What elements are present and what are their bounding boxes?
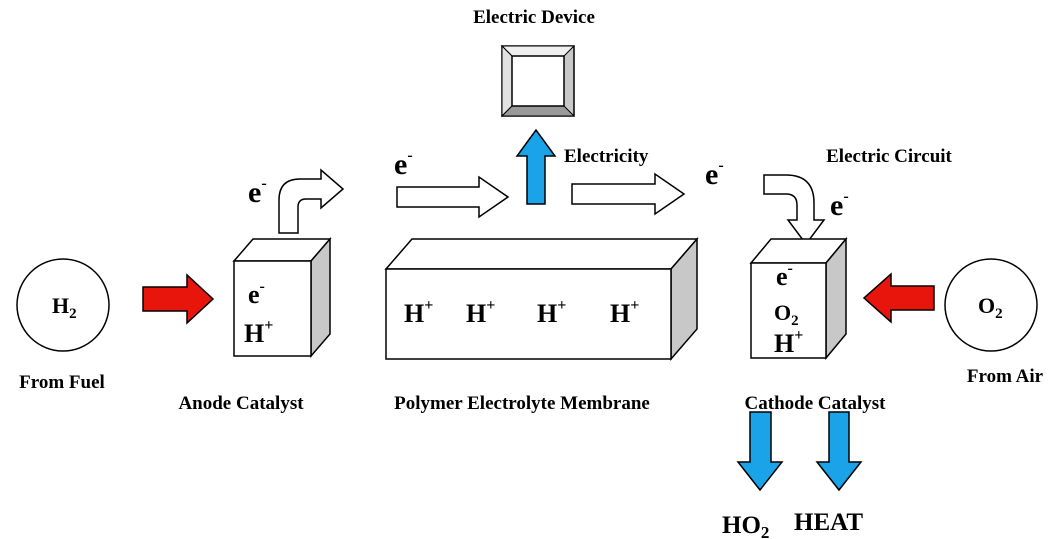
anode-catalyst-label: Anode Catalyst	[178, 393, 304, 414]
electricity-label: Electricity	[564, 146, 649, 167]
cathode-catalyst-label: Cathode Catalyst	[745, 393, 887, 414]
cathode-catalyst-block	[749, 236, 848, 361]
svg-text:H+: H+	[466, 297, 495, 328]
electron-label-membrane: e-	[394, 147, 413, 181]
svg-text:e-: e-	[776, 260, 793, 291]
ho2-output-label: HO2	[722, 512, 769, 539]
heat-output-arrow	[815, 411, 863, 492]
membrane-label: Polymer Electrolyte Membrane	[394, 393, 650, 414]
electron-label-cathode: e-	[830, 188, 849, 222]
anode-electron-label: e-	[248, 278, 265, 309]
svg-text:e-: e-	[248, 175, 267, 209]
svg-text:e-: e-	[830, 188, 849, 222]
membrane-proton-3: H+	[537, 297, 566, 328]
hydrogen-source-circle	[16, 258, 110, 352]
cathode-proton-label: H+	[774, 327, 803, 358]
svg-text:H+: H+	[244, 317, 273, 348]
electric-device	[500, 44, 576, 118]
cathode-oxygen-label: O2	[774, 300, 799, 329]
electron-label-anode: e-	[248, 175, 267, 209]
membrane-proton-4: H+	[610, 297, 639, 328]
svg-text:O2: O2	[774, 300, 799, 329]
svg-text:H+: H+	[537, 297, 566, 328]
svg-text:H+: H+	[610, 297, 639, 328]
svg-text:e-: e-	[394, 147, 413, 181]
electron-arrow-circuit	[571, 172, 686, 216]
cathode-electron-label: e-	[776, 260, 793, 291]
electron-arrow-anode-curved	[278, 168, 345, 234]
from-air-label: From Air	[967, 366, 1044, 387]
membrane-proton-1: H+	[404, 297, 433, 328]
hydrogen-source-label: H2	[52, 293, 77, 322]
electricity-up-arrow	[515, 128, 557, 205]
svg-text:e-: e-	[705, 157, 724, 191]
from-fuel-label: From Fuel	[19, 372, 105, 393]
electric-device-label: Electric Device	[473, 7, 595, 28]
air-inlet-arrow	[862, 272, 935, 324]
membrane-proton-2: H+	[466, 297, 495, 328]
oxygen-source-label: O2	[978, 293, 1003, 322]
svg-text:e-: e-	[248, 278, 265, 309]
fuel-inlet-arrow	[142, 273, 215, 325]
svg-text:HO2: HO2	[722, 512, 769, 539]
electric-circuit-label: Electric Circuit	[826, 146, 952, 167]
svg-text:H+: H+	[404, 297, 433, 328]
electron-arrow-cathode-curved	[763, 174, 826, 246]
electron-label-circuit: e-	[705, 157, 724, 191]
membrane-block	[384, 236, 699, 362]
svg-text:H+: H+	[774, 327, 803, 358]
ho2-output-arrow	[736, 411, 784, 492]
heat-output-label: HEAT	[794, 509, 863, 536]
anode-proton-label: H+	[244, 317, 273, 348]
oxygen-source-circle	[944, 258, 1038, 352]
electron-arrow-membrane	[396, 175, 510, 219]
anode-catalyst-block	[232, 236, 332, 359]
